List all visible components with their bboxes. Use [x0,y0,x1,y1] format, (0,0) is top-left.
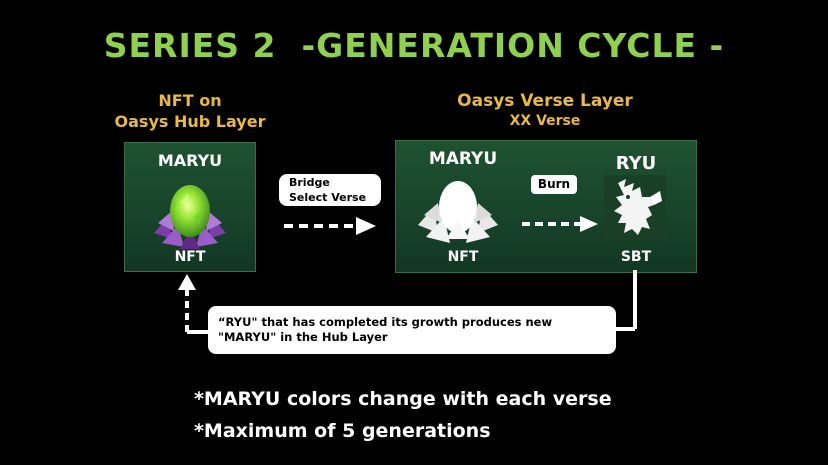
bridge-line1: Bridge [289,176,330,189]
note-generations: *Maximum of 5 generations [194,420,491,442]
verse-maryu-type: NFT [447,249,479,265]
ryu-image-frame [604,175,666,241]
cycle-note-line1: “RYU" that has completed its growth prod… [218,315,553,329]
verse-heading-line1: Oasys Verse Layer [457,91,633,111]
ryu-type: SBT [620,249,652,265]
burn-label: Burn [531,175,577,194]
bridge-line2: Select Verse [289,191,367,204]
page-title: SERIES 2 -GENERATION CYCLE - [103,26,725,65]
bridge-label: Bridge Select Verse [279,174,381,206]
cycle-note-line2: "MARYU" in the Hub Layer [218,330,388,344]
white-egg-icon [418,181,498,243]
verse-maryu-name: MARYU [428,149,498,169]
verse-panel: MARYU NFT Burn RYU SBT [395,140,697,273]
note-colors: *MARYU colors change with each verse [194,388,612,410]
ryu-name: RYU [615,153,657,174]
hub-heading-line2: Oasys Hub Layer [114,112,266,131]
cycle-note: “RYU" that has completed its growth prod… [208,306,616,354]
hub-maryu-type: NFT [174,249,206,265]
verse-heading-line2: XX Verse [509,113,581,129]
hub-maryu-name: MARYU [157,151,223,170]
bridge-dashed-arrow-icon [284,217,376,235]
hub-panel: MARYU NFT [124,142,256,272]
green-egg-icon [154,185,226,249]
hub-heading-line1: NFT on [158,91,222,110]
hub-heading: NFT on Oasys Hub Layer [100,90,280,132]
burn-dashed-arrow-icon [522,216,598,232]
verse-heading: Oasys Verse Layer XX Verse [415,90,675,131]
dragon-silhouette-icon [614,179,662,235]
